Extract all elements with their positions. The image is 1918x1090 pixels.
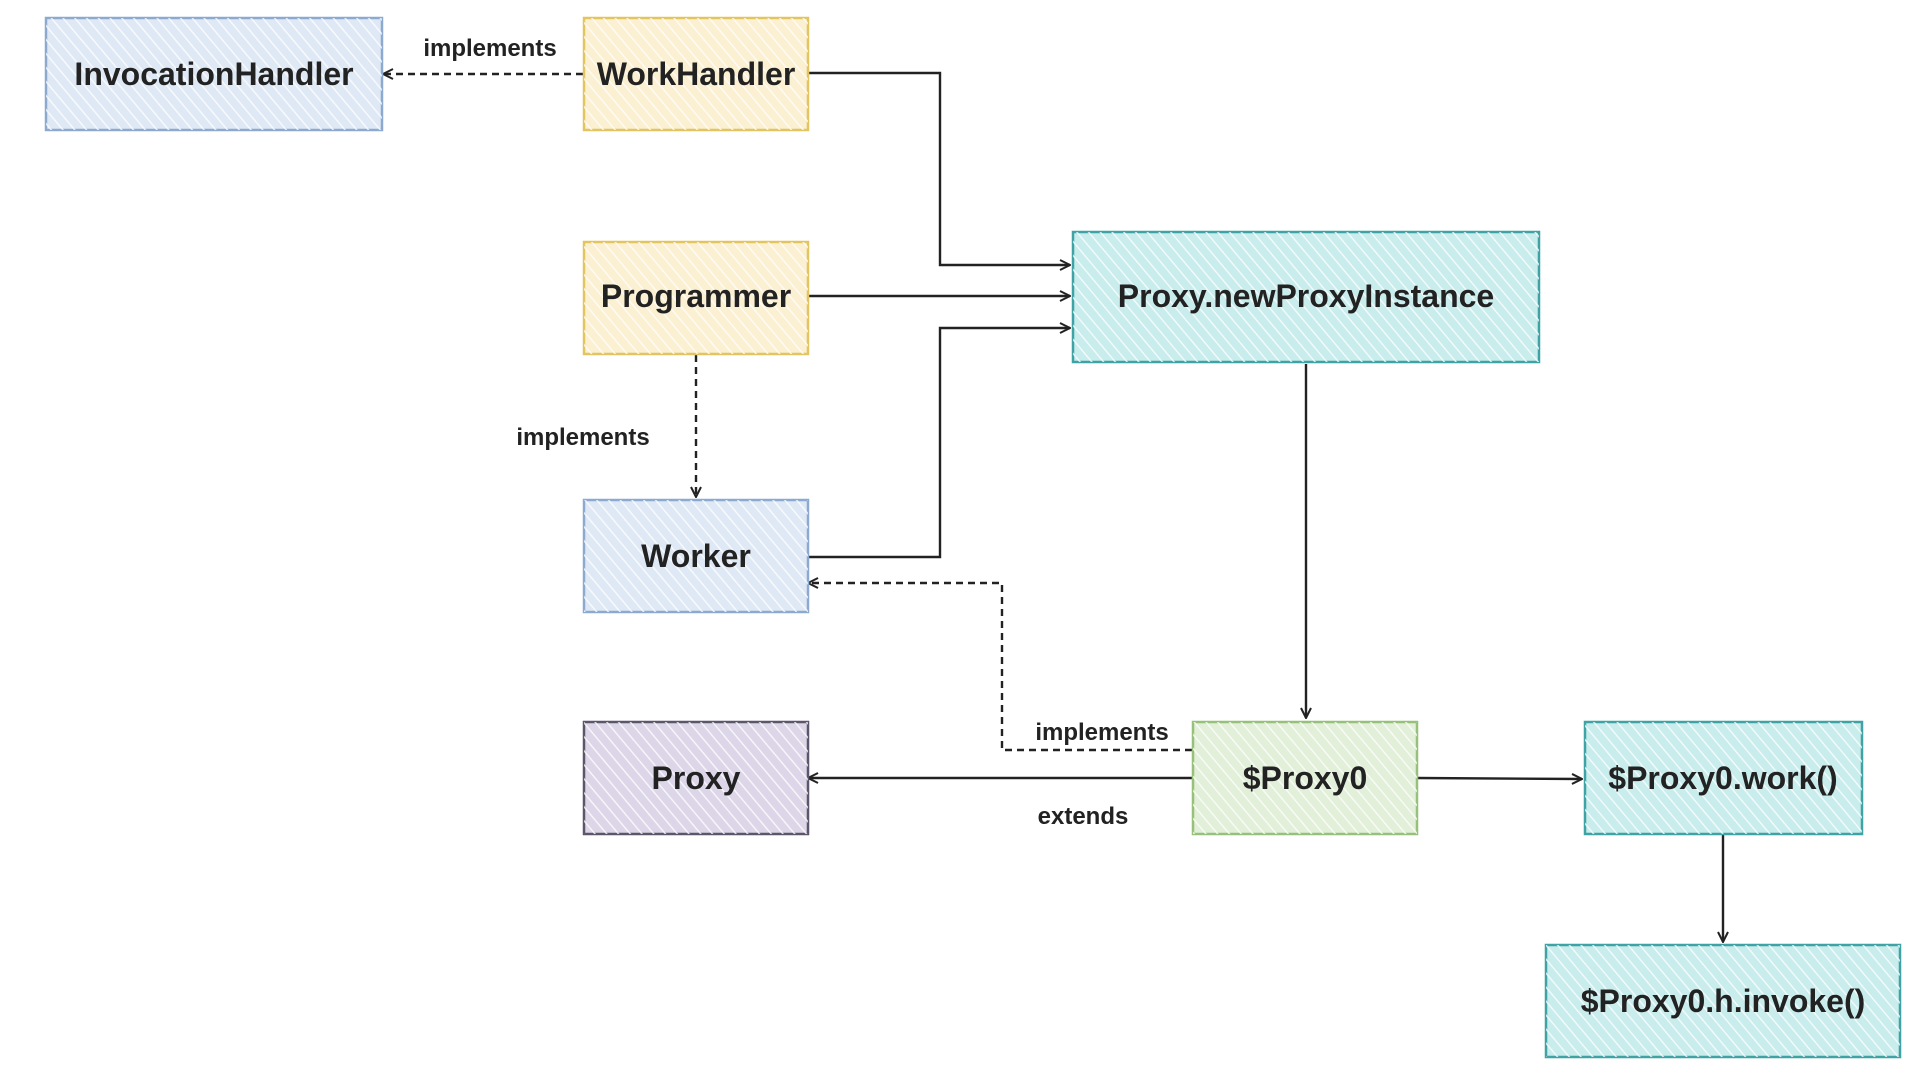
node-worker-hatch bbox=[584, 500, 808, 612]
node-programmer-hatch bbox=[584, 242, 808, 354]
edge-proxy0-to-work bbox=[1416, 778, 1582, 779]
edge-label-proxy0-implements: implements bbox=[1035, 719, 1168, 746]
node-proxy0-work[interactable]: $Proxy0.work() bbox=[1583, 720, 1864, 836]
node-proxy-new-instance[interactable]: Proxy.newProxyInstance bbox=[1071, 230, 1541, 364]
node-programmer-label: Programmer bbox=[601, 278, 791, 314]
edge-workhandler-to-newproxyinstance bbox=[808, 71, 1070, 265]
edge-label-proxy0-extends: extends bbox=[1038, 803, 1129, 830]
node-proxy-new-instance-hatch bbox=[1073, 232, 1539, 362]
node-proxy0-work-hatch bbox=[1585, 722, 1862, 834]
node-proxy0-invoke-hatch bbox=[1546, 945, 1900, 1057]
node-worker-label: Worker bbox=[641, 538, 751, 574]
node-proxy0-hatch bbox=[1193, 722, 1417, 834]
node-proxy0-invoke-label: $Proxy0.h.invoke() bbox=[1581, 983, 1866, 1019]
edge-label-programmer-implements: implements bbox=[516, 424, 649, 451]
node-proxy0-label: $Proxy0 bbox=[1243, 760, 1368, 796]
node-proxy-hatch bbox=[584, 722, 808, 834]
node-proxy-new-instance-label: Proxy.newProxyInstance bbox=[1118, 278, 1494, 314]
node-work-handler-hatch bbox=[584, 18, 808, 130]
node-proxy0[interactable]: $Proxy0 bbox=[1191, 720, 1419, 836]
node-proxy-label: Proxy bbox=[652, 760, 741, 796]
node-proxy0-invoke[interactable]: $Proxy0.h.invoke() bbox=[1544, 943, 1902, 1059]
node-proxy[interactable]: Proxy bbox=[582, 720, 810, 836]
node-invocation-handler-label: InvocationHandler bbox=[74, 56, 353, 92]
edges: implements implements implements extends bbox=[383, 35, 1723, 942]
nodes: InvocationHandler WorkHandler Programmer… bbox=[44, 16, 1902, 1059]
node-work-handler-label: WorkHandler bbox=[597, 56, 796, 92]
node-proxy0-work-label: $Proxy0.work() bbox=[1608, 760, 1837, 796]
node-invocation-handler-hatch bbox=[46, 18, 382, 130]
node-invocation-handler[interactable]: InvocationHandler bbox=[44, 16, 384, 132]
node-programmer[interactable]: Programmer bbox=[582, 240, 810, 356]
node-worker[interactable]: Worker bbox=[582, 498, 810, 614]
edge-label-workhandler-implements: implements bbox=[423, 35, 556, 62]
node-work-handler[interactable]: WorkHandler bbox=[582, 16, 810, 132]
edge-worker-to-newproxyinstance bbox=[808, 328, 1070, 559]
